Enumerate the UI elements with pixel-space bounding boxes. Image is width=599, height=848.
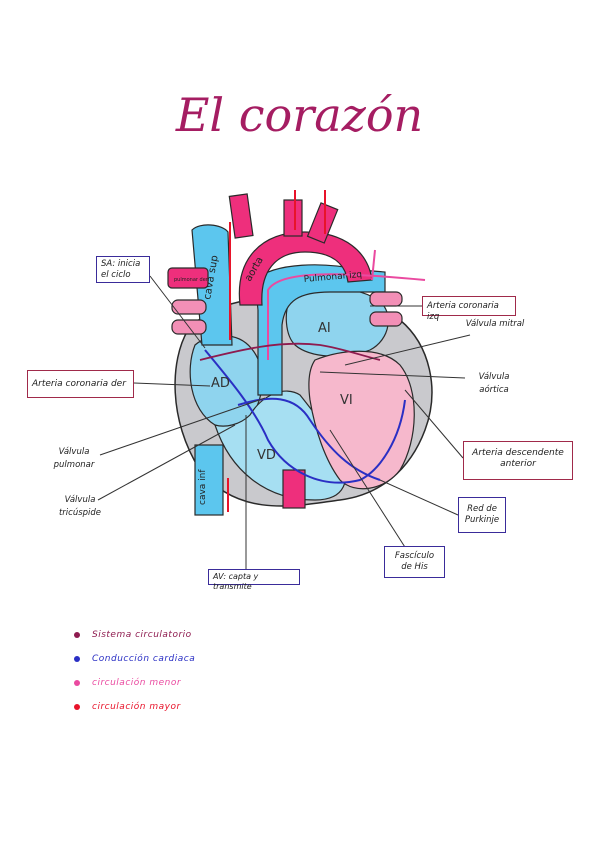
page-title: El corazón <box>175 88 424 142</box>
legend-label: Sistema circulatorio <box>92 630 192 640</box>
left-pulmonary-vein-lower <box>369 311 403 327</box>
vessel-pulmonar-der: pulmonar der <box>174 277 209 283</box>
valvula-mitral-label: Válvula mitral <box>465 319 525 329</box>
right-pulmonary-vein-upper <box>171 299 207 315</box>
leader-sa <box>149 275 206 349</box>
superior-vena-cava <box>191 224 233 346</box>
coronary-conduction-path <box>204 349 406 484</box>
av-box: AV: capta y transmite <box>208 569 300 591</box>
arteria-coronaria-der-box: Arteria coronaria der <box>27 370 134 398</box>
chamber-ai: AI <box>318 321 331 336</box>
valvula-aortica-label: Válvula aórtica <box>478 372 510 395</box>
inferior-vena-cava <box>194 444 224 516</box>
pulmonary-branch-path <box>371 249 376 281</box>
chamber-vd: VD <box>257 448 276 463</box>
left-pulmonary-vein-upper <box>369 291 403 307</box>
red-purkinje-box: Red de Purkinje <box>458 497 506 533</box>
leader-pulmonar <box>99 397 266 456</box>
arteria-descendente-box: Arteria descendente anterior <box>463 441 573 480</box>
sa-box: SA: inicia el ciclo <box>96 256 150 283</box>
chamber-vi: VI <box>340 393 353 408</box>
legend-label: circulación mayor <box>92 702 181 712</box>
vessel-cava-inf: cava inf <box>198 469 208 505</box>
leader-purkinje <box>379 479 459 516</box>
right-pulmonary-artery <box>167 267 209 289</box>
arteria-coronaria-izq-box: Arteria coronaria izq <box>422 296 516 322</box>
leader-aortica <box>319 371 466 379</box>
legend-item-circulacion-mayor: circulación mayor <box>74 698 195 716</box>
legend-dot <box>74 632 80 638</box>
leader-his <box>329 429 411 556</box>
legend-item-conduccion-cardiaca: Conducción cardiaca <box>74 650 195 668</box>
leader-mitral <box>344 334 471 366</box>
descending-aorta <box>282 469 306 509</box>
legend-label: circulación menor <box>92 678 182 688</box>
chamber-ad: AD <box>211 376 230 391</box>
his-conduction-path <box>237 397 381 481</box>
leader-coronaria-der <box>133 382 211 387</box>
valvula-tricuspide-label: Válvula tricúspide <box>58 495 102 518</box>
system-path <box>199 342 381 361</box>
left-subclavian-branch <box>306 202 339 244</box>
legend-item-sistema-circulatorio: Sistema circulatorio <box>74 626 195 644</box>
pulmonary-trunk <box>254 264 386 396</box>
legend-item-circulacion-menor: circulación menor <box>74 674 195 692</box>
legend-label: Conducción cardiaca <box>92 654 196 664</box>
left-ventricle <box>308 350 415 490</box>
legend: Sistema circulatorio Conducción cardiaca… <box>74 626 195 722</box>
leader-descendente <box>404 389 464 459</box>
legend-dot <box>74 704 80 710</box>
brachiocephalic-branch <box>228 193 254 239</box>
left-carotid-branch <box>283 199 303 237</box>
leader-tricuspide <box>97 424 236 501</box>
legend-dot <box>74 656 80 662</box>
fasciculo-his-box: Fascículo de His <box>384 546 445 578</box>
valvula-pulmonar-label: Válvula pulmonar <box>53 447 95 470</box>
legend-dot <box>74 680 80 686</box>
lesser-circulation-path <box>267 273 426 360</box>
